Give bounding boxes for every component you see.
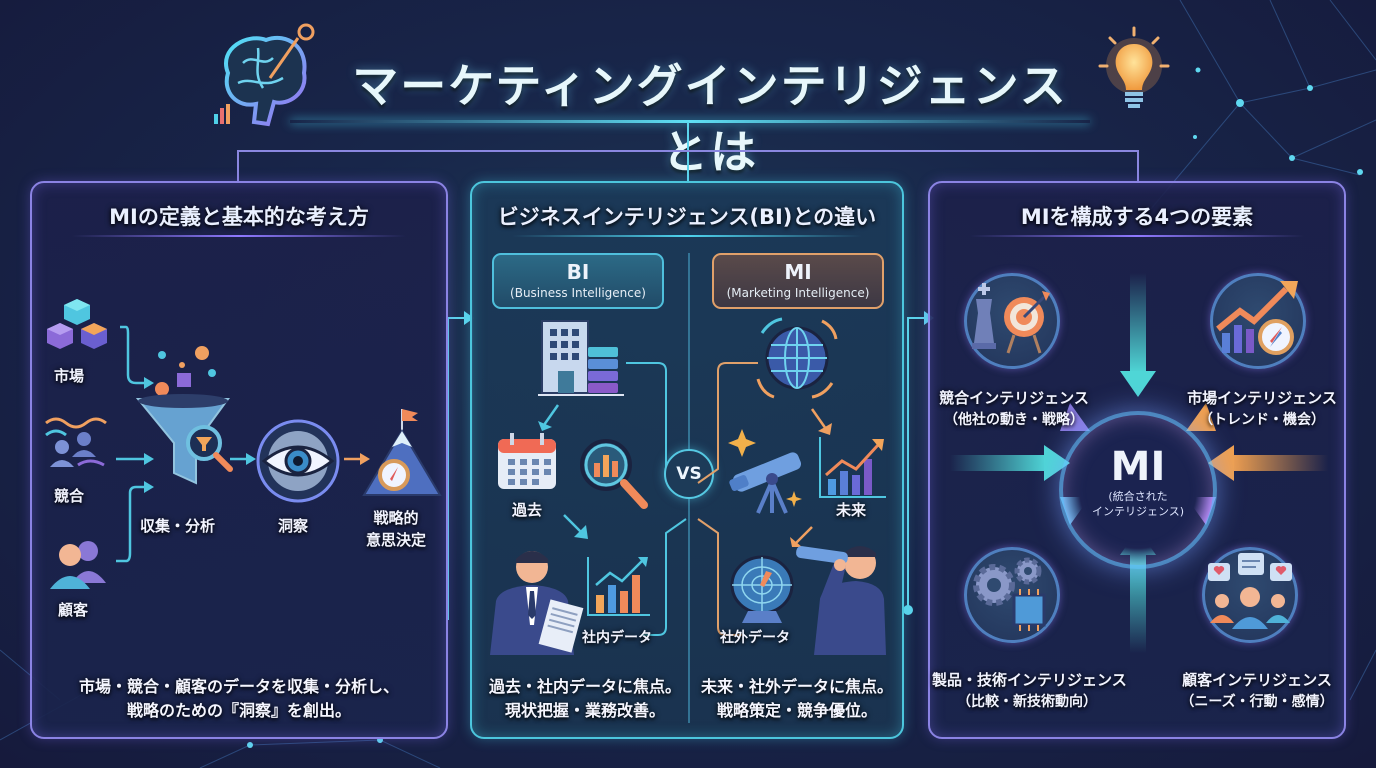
element-customer: 顧客インテリジェンス （ニーズ・行動・感情） xyxy=(1172,669,1342,713)
mi-description: 未来・社外データに焦点。 戦略策定・競争優位。 xyxy=(694,675,900,723)
description-line2: 戦略のための『洞察』を創出。 xyxy=(126,701,351,720)
trend-compass-icon xyxy=(1216,281,1298,355)
element-competitor: 競合インテリジェンス （他社の動き・戦略） xyxy=(936,387,1092,431)
flow-arrow xyxy=(344,453,370,465)
mi-tag-label: MI xyxy=(784,260,812,284)
mi-tag: MI (Marketing Intelligence) xyxy=(712,253,884,309)
funnel-magnifier-icon xyxy=(135,346,233,485)
element-market: 市場インテリジェンス （トレンド・機会） xyxy=(1184,387,1340,431)
panel-title: MIを構成する4つの要素 xyxy=(1020,205,1254,229)
bi-tag: BI (Business Intelligence) xyxy=(492,253,664,309)
step-label-line2: 意思決定 xyxy=(366,531,427,549)
market-icon-circle xyxy=(1210,273,1306,369)
eye-gear-icon xyxy=(256,419,340,503)
competitor-icon-circle xyxy=(964,273,1060,369)
lightbulb-icon xyxy=(1098,26,1170,108)
bi-tag-label: BI xyxy=(566,260,590,284)
bi-description-line1: 過去・社内データに焦点。 xyxy=(488,677,681,696)
panel-title: MIの定義と基本的な考え方 xyxy=(109,205,369,229)
flow-arrow xyxy=(230,453,256,465)
element-name: 競合インテリジェンス xyxy=(939,389,1089,407)
input-label-customer: 顧客 xyxy=(58,601,89,619)
panel-comparison: ビジネスインテリジェンス(BI)との違い BI (Business Intell… xyxy=(470,181,904,739)
building-server-icon xyxy=(538,320,624,396)
input-label-market: 市場 xyxy=(54,367,85,385)
arrow-down-left xyxy=(790,526,813,547)
element-name: 製品・技術インテリジェンス xyxy=(932,671,1127,689)
mi-description-line1: 未来・社外データに焦点。 xyxy=(700,677,893,696)
customer-people-icon xyxy=(50,541,106,589)
step-label-insight: 洞察 xyxy=(278,517,309,535)
mi-tag-sub: (Marketing Intelligence) xyxy=(726,286,870,300)
radar-dish-icon xyxy=(730,555,794,623)
bi-description: 過去・社内データに焦点。 現状把握・業務改善。 xyxy=(482,675,688,723)
mi-hub: MI (統合された インテリジェンス) xyxy=(1063,415,1213,565)
chess-target-icon xyxy=(972,283,1050,354)
divider xyxy=(72,235,406,237)
divider xyxy=(970,235,1304,237)
hub-label: MI xyxy=(1110,444,1166,490)
man-binoculars-icon xyxy=(796,546,886,655)
step-label-strategic-decision: 戦略的 意思決定 xyxy=(366,507,426,551)
element-name: 顧客インテリジェンス xyxy=(1182,671,1332,689)
element-sub: （比較・新技術動向） xyxy=(957,694,1097,710)
element-sub: （トレンド・機会） xyxy=(1199,412,1325,428)
brain-icon xyxy=(214,23,315,127)
hub-sub-line2: インテリジェンス) xyxy=(1091,505,1185,518)
bi-description-line2: 現状把握・業務改善。 xyxy=(504,701,665,720)
bi-tag-sub: (Business Intelligence) xyxy=(510,286,646,300)
panel-definition: MIの定義と基本的な考え方 市場 競合 顧客 xyxy=(30,181,448,739)
telescope-icon xyxy=(728,429,802,514)
title-underline xyxy=(290,120,1090,123)
mi-connector-lines xyxy=(697,362,758,636)
page-title: マーケティングインテリジェンスとは xyxy=(352,59,1068,179)
bar-chart-up-icon xyxy=(587,557,650,616)
product-tech-icon-circle xyxy=(964,547,1060,643)
element-sub: （ニーズ・行動・感情） xyxy=(1180,694,1334,710)
mi-description-line2: 戦略策定・競争優位。 xyxy=(716,701,877,720)
arrow-down-left xyxy=(538,404,560,431)
customer-icon-circle xyxy=(1202,547,1298,643)
step-label-collect-analyze: 収集・分析 xyxy=(140,517,216,535)
calendar-icon xyxy=(498,433,556,489)
vs-badge: VS xyxy=(664,449,714,499)
mi-data-label: 社外データ xyxy=(720,630,790,646)
globe-signal-icon xyxy=(756,317,838,399)
description-line1: 市場・競合・顧客のデータを収集・分析し、 xyxy=(78,677,399,696)
element-sub: （他社の動き・戦略） xyxy=(944,412,1084,428)
step-label-line1: 戦略的 xyxy=(373,509,419,527)
mi-time-label: 未来 xyxy=(836,501,867,519)
element-product-tech: 製品・技術インテリジェンス （比較・新技術動向） xyxy=(932,669,1127,713)
connector-bar xyxy=(237,150,1139,182)
panel-description: 市場・競合・顧客のデータを収集・分析し、 戦略のための『洞察』を創出。 xyxy=(32,675,446,723)
competitor-people-icon xyxy=(45,417,107,467)
input-label-competitor: 競合 xyxy=(54,487,85,505)
element-name: 市場インテリジェンス xyxy=(1187,389,1337,407)
magnifier-chart-icon xyxy=(580,439,648,509)
arrow-down-right xyxy=(563,514,588,539)
arrow-down-right xyxy=(810,408,832,435)
customers-chat-icon xyxy=(1208,553,1292,629)
bi-data-label: 社内データ xyxy=(582,630,652,646)
panel-elements: MIを構成する4つの要素 MI (統合された インテリジェンス) xyxy=(928,181,1346,739)
bi-connector-lines xyxy=(626,362,687,636)
panel-title: ビジネスインテリジェンス(BI)との違い xyxy=(497,205,877,229)
cubes-icon xyxy=(47,299,107,349)
bi-time-label: 過去 xyxy=(512,501,543,519)
businessman-report-icon xyxy=(490,551,584,655)
input-arrows xyxy=(116,325,154,563)
divider xyxy=(512,235,862,237)
growth-chart-icon xyxy=(819,437,886,498)
mountain-compass-icon xyxy=(362,409,442,496)
hub-sub-line1: (統合された xyxy=(1108,490,1168,503)
gears-chip-icon xyxy=(973,557,1046,631)
